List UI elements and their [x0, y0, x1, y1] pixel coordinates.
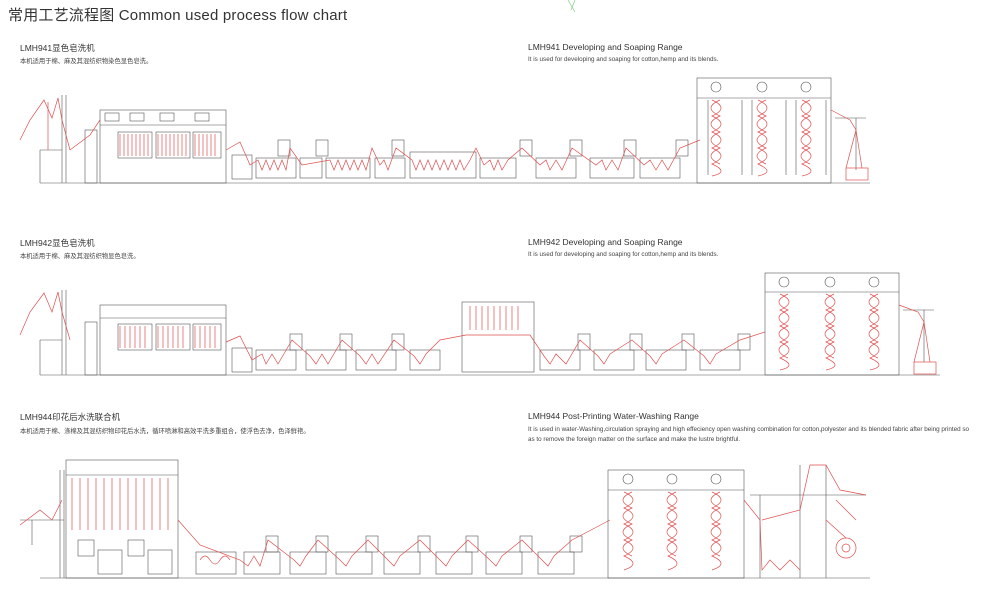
section-2-cn-desc: 本机适用于棉、麻及其混纺织物显色皂洗。 [20, 253, 140, 260]
page-title: 常用工艺流程图 Common used process flow chart [8, 7, 348, 24]
section-2-cn-title: LMH942显色皂洗机 [20, 238, 95, 248]
section-1-cn-desc: 本机适用于棉、麻及其混纺织物染色显色皂洗。 [20, 58, 153, 65]
section-1-en-desc: It is used for developing and soaping fo… [528, 56, 719, 63]
machine-line-lmh941 [19, 77, 870, 184]
leaf-decoration-icon [567, 0, 576, 13]
section-2-en-title: LMH942 Developing and Soaping Range [528, 237, 683, 247]
section-3-cn-title: LMH944印花后水洗联合机 [20, 412, 121, 422]
section-2-en-desc: It is used for developing and soaping fo… [528, 251, 719, 258]
machine-line-lmh944 [19, 459, 870, 579]
section-3-en-desc: It is used in water-Washing,circulation … [528, 426, 970, 443]
machine-line-lmh942 [19, 272, 940, 376]
section-1-en-title: LMH941 Developing and Soaping Range [528, 42, 683, 52]
section-3-cn-desc: 本机适用于棉、涤棉及其混纺织物印花后水洗，循环喷淋和高效平洗多重组合，使浮色去净… [20, 428, 310, 435]
section-1-cn-title: LMH941显色皂洗机 [20, 43, 95, 53]
section-3-en-title: LMH944 Post-Printing Water-Washing Range [528, 411, 699, 421]
